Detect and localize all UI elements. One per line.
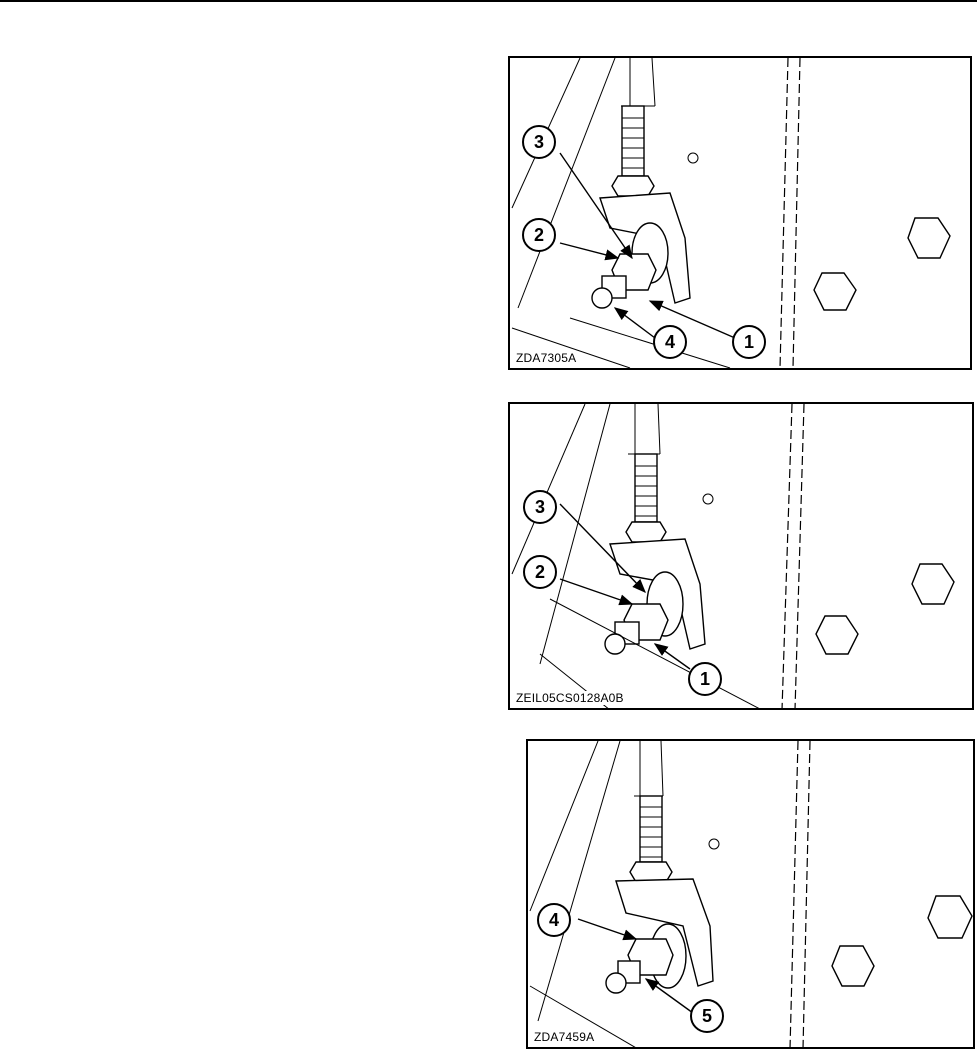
figure-code: ZDA7459A (534, 1030, 596, 1044)
callout-4: 4 (537, 903, 571, 937)
callout-5: 5 (690, 999, 724, 1033)
figure-3-illustration (528, 741, 975, 1049)
figure-code: ZDA7305A (516, 351, 578, 365)
callout-1: 1 (688, 662, 722, 696)
figure-1: 3 2 4 1 ZDA7305A (508, 56, 972, 370)
callout-1: 1 (732, 325, 766, 359)
callout-4: 4 (653, 325, 687, 359)
callout-3: 3 (523, 490, 557, 524)
top-rule (0, 0, 977, 2)
callout-2: 2 (522, 218, 556, 252)
figure-1-illustration (510, 58, 972, 370)
figure-code: ZEIL05CS0128A0B (516, 691, 626, 705)
callout-3: 3 (522, 125, 556, 159)
figure-2: 3 2 1 ZEIL05CS0128A0B (508, 402, 974, 710)
figure-2-illustration (510, 404, 974, 710)
figure-3: 4 5 ZDA7459A (526, 739, 975, 1049)
callout-2: 2 (523, 555, 557, 589)
